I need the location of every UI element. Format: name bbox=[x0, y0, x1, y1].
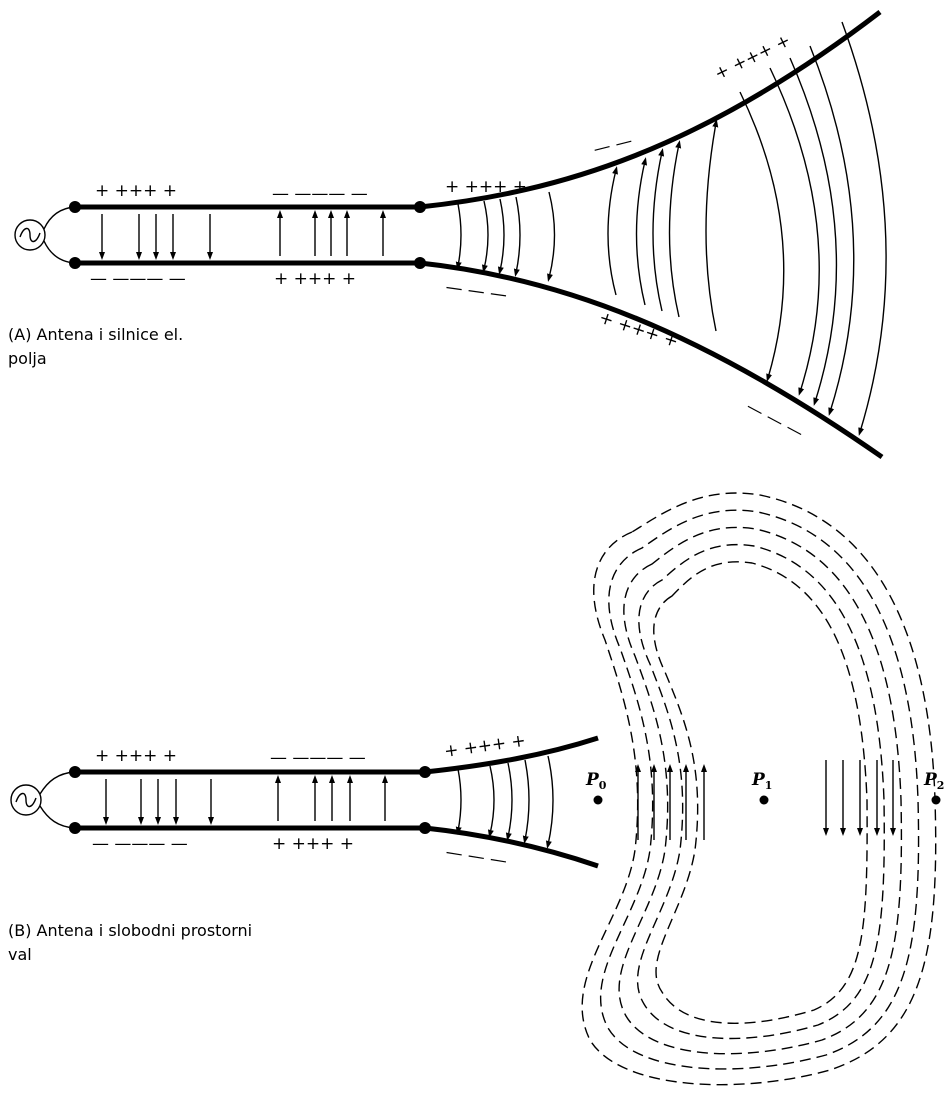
horn-lower-arm bbox=[424, 825, 599, 869]
charge-signs: — — bbox=[591, 131, 634, 160]
charge-signs: — ——— — bbox=[270, 748, 366, 768]
field-lines-flare bbox=[455, 755, 554, 849]
horn-lower-arm bbox=[419, 260, 884, 460]
charge-signs: + +++ + bbox=[596, 308, 680, 352]
terminal-dot bbox=[69, 766, 81, 778]
point-p2-dot bbox=[931, 795, 941, 805]
field-lines-mid bbox=[275, 775, 388, 821]
charge-signs: + +++ + bbox=[95, 181, 177, 201]
caption-a-line2: polja bbox=[8, 349, 47, 368]
charge-signs: — ——— — bbox=[92, 834, 188, 854]
caption-b-line1: (B) Antena i slobodni prostorni bbox=[8, 921, 252, 940]
caption-b-line2: val bbox=[8, 945, 32, 964]
field-lines-left bbox=[99, 214, 213, 260]
field-lines-mid bbox=[277, 210, 386, 256]
point-p1-dot bbox=[759, 795, 769, 805]
figure-a: + +++ + — ——— — — ——— — + +++ + + +++ + … bbox=[8, 10, 887, 460]
horn-upper-arm bbox=[419, 10, 882, 210]
horn-upper-arm bbox=[424, 735, 599, 775]
charge-signs: + +++ + bbox=[274, 269, 356, 289]
point-p0-label: P0 bbox=[585, 770, 607, 792]
point-p1-label: P1 bbox=[751, 770, 772, 792]
charge-signs: — ——— — bbox=[272, 184, 368, 204]
caption-a-line1: (A) Antena i silnice el. bbox=[8, 325, 183, 344]
charge-signs: + +++ + bbox=[445, 177, 527, 197]
charge-signs: — — — bbox=[444, 277, 508, 305]
terminal-dot bbox=[69, 822, 81, 834]
field-lines-left bbox=[103, 779, 214, 825]
point-p2-label: P2 bbox=[923, 770, 944, 792]
charge-signs: + +++ + bbox=[711, 31, 793, 85]
terminal-dot bbox=[69, 257, 81, 269]
free-wave-loop bbox=[581, 492, 937, 1086]
terminal-dot bbox=[69, 201, 81, 213]
field-lines-flare bbox=[455, 21, 887, 436]
charge-signs: — ——— — bbox=[90, 269, 186, 289]
ac-source-icon bbox=[14, 206, 76, 264]
figure-b: P0 P1 P2 + +++ + — ——— — — ——— — + +++ +… bbox=[8, 492, 944, 1086]
charge-signs: + +++ + bbox=[272, 834, 354, 854]
charge-signs: + +++ + bbox=[95, 746, 177, 766]
ac-source-icon bbox=[10, 771, 76, 829]
point-p0-dot bbox=[593, 795, 603, 805]
charge-signs: — — — bbox=[444, 842, 508, 871]
